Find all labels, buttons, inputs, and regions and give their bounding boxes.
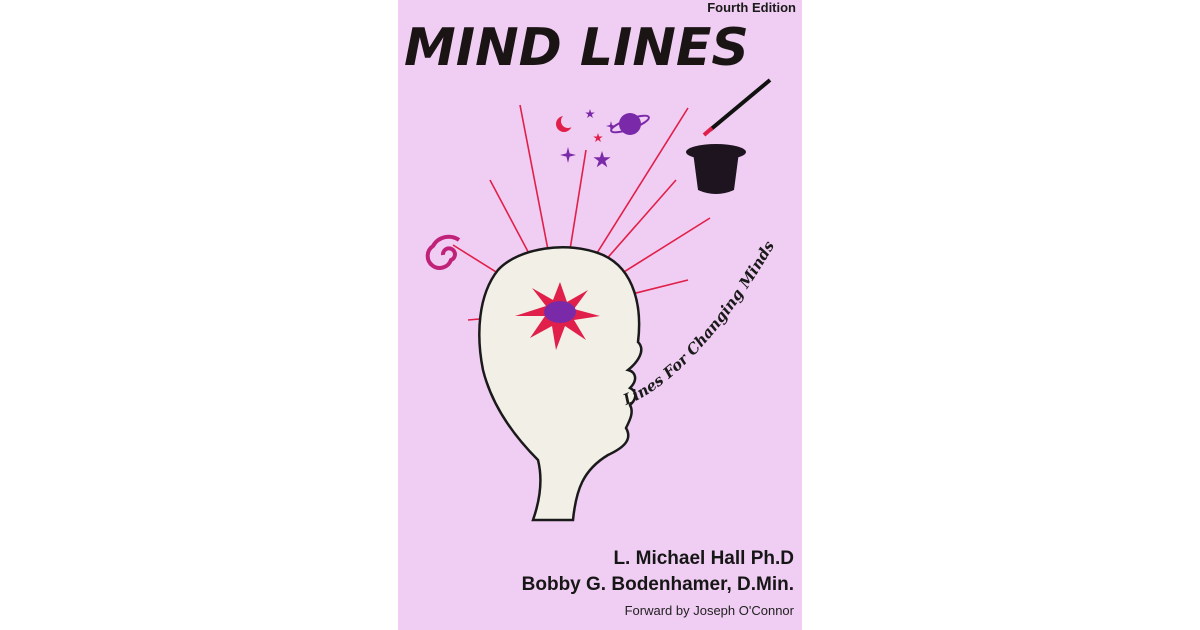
- book-cover: Lines For Changing Minds Fourth Edition …: [398, 0, 802, 630]
- stars-and-moon-icon: [556, 109, 616, 168]
- cover-illustration: Lines For Changing Minds: [425, 78, 779, 522]
- subtitle: Lines For Changing Minds: [620, 237, 779, 409]
- author-2: Bobby G. Bodenhamer, D.Min.: [521, 574, 794, 595]
- spiral-galaxy-icon: [425, 234, 461, 270]
- book-title: MIND LINES: [404, 18, 749, 78]
- planet-icon: [610, 113, 650, 135]
- edition-label: Fourth Edition: [707, 0, 796, 15]
- svg-text:Lines For Changing Minds: Lines For Changing Minds: [620, 237, 779, 409]
- magic-wand-icon: [702, 78, 772, 137]
- top-hat-icon: [686, 144, 746, 194]
- author-1: L. Michael Hall Ph.D: [613, 548, 794, 569]
- burst: [515, 282, 600, 350]
- foreword-credit: Forward by Joseph O'Connor: [624, 603, 794, 618]
